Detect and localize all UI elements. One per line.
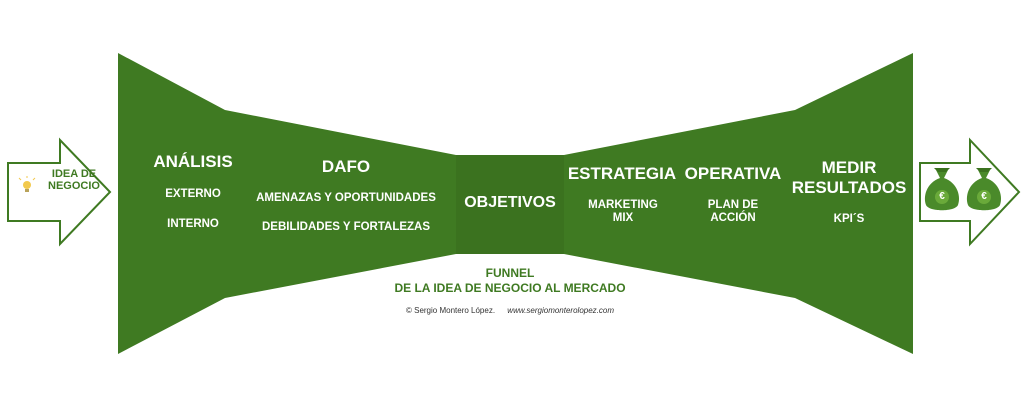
- euro-money-bag-icon: [924, 168, 960, 211]
- estrategia-title: ESTRATEGIA: [567, 164, 677, 183]
- dafo-item-debilidades: DEBILIDADES Y FORTALEZAS: [261, 221, 431, 233]
- idea-label: IDEA DE NEGOCIO: [48, 168, 100, 193]
- caption-line-2: DE LA IDEA DE NEGOCIO AL MERCADO: [394, 281, 626, 295]
- left-funnel-shape: [118, 53, 456, 354]
- euro-symbol: €: [939, 191, 945, 202]
- credit-author: © Sergio Montero López.: [405, 306, 496, 315]
- dafo-item-amenazas: AMENAZAS Y OPORTUNIDADES: [256, 192, 436, 204]
- euro-money-bag-icon: [966, 168, 1002, 211]
- funnel-caption: FUNNEL DE LA IDEA DE NEGOCIO AL MERCADO: [394, 266, 625, 296]
- operativa-item: PLAN DE ACCIÓN: [707, 199, 759, 225]
- right-funnel-shape: [564, 53, 913, 354]
- dafo-title: DAFO: [321, 157, 371, 176]
- analisis-item-externo: EXTERNO: [165, 188, 221, 200]
- estrategia-item: MARKETING MIX: [588, 199, 658, 225]
- medir-title: MEDIR RESULTADOS: [791, 158, 907, 197]
- analisis-title: ANÁLISIS: [153, 152, 233, 171]
- analisis-item-interno: INTERNO: [167, 218, 219, 230]
- objetivos-block: [456, 155, 564, 254]
- euro-symbol: €: [981, 191, 987, 202]
- operativa-title: OPERATIVA: [684, 164, 782, 183]
- caption-line-1: FUNNEL: [485, 266, 535, 280]
- objetivos-title: OBJETIVOS: [464, 194, 556, 211]
- input-arrow: [7, 137, 112, 247]
- lightbulb-icon: [18, 176, 36, 192]
- credit-url[interactable]: www.sergiomonterolopez.com: [507, 306, 615, 315]
- medir-item: KPI´S: [833, 213, 865, 225]
- credit-line: © Sergio Montero López. www.sergiomonter…: [406, 306, 614, 315]
